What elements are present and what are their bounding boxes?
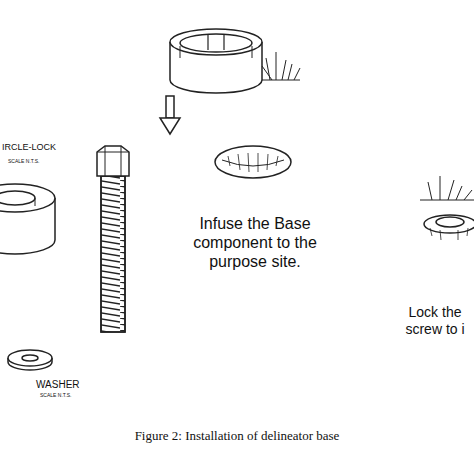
scale-note: SCALE N.T.S. (40, 392, 100, 398)
part-name: IRCLE-LOCK (2, 142, 72, 153)
ground-hole (215, 146, 291, 178)
insert-arrow (160, 96, 180, 134)
circle-lock-ring (0, 184, 55, 254)
figure-caption: Figure 2: Installation of delineator bas… (20, 428, 454, 444)
grass (262, 52, 474, 200)
bolt (97, 146, 129, 332)
delineator-base (170, 29, 262, 93)
installed-base (424, 215, 474, 240)
step-text: Infuse the Base component to the purpose… (180, 214, 330, 272)
scale-note: SCALE N.T.S. (8, 158, 68, 164)
step-text: Lock the screw to i (398, 304, 472, 338)
part-name: WASHER (36, 379, 96, 391)
washer (8, 350, 52, 370)
